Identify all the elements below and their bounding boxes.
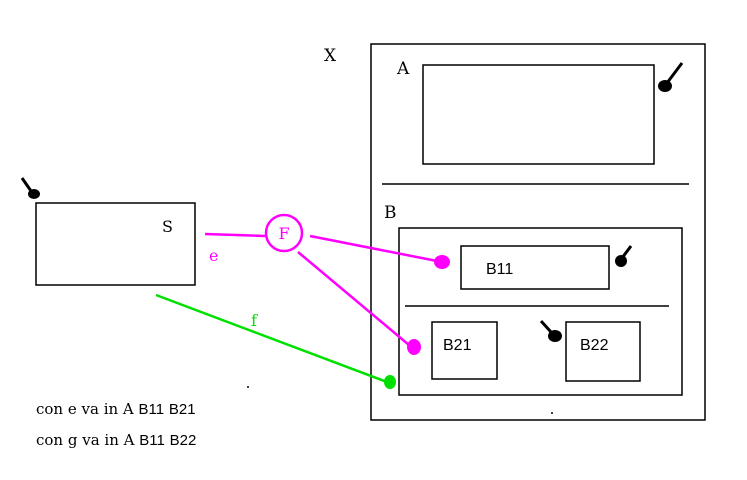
note-1-prefix: con e va in A bbox=[36, 400, 139, 418]
label-b21: B21 bbox=[443, 337, 472, 354]
label-b: B bbox=[384, 203, 397, 223]
label-f-node: F bbox=[278, 224, 289, 243]
pin-b11-icon bbox=[615, 245, 633, 267]
label-s: S bbox=[162, 217, 173, 236]
label-a: A bbox=[396, 59, 410, 79]
endpoint-green bbox=[384, 375, 396, 389]
note-2-b1: B11 bbox=[139, 432, 165, 449]
box-b22 bbox=[565, 321, 641, 382]
label-x: X bbox=[324, 46, 337, 66]
box-s bbox=[35, 202, 196, 286]
box-b bbox=[398, 227, 683, 396]
dot-1 bbox=[247, 386, 249, 388]
dot-2 bbox=[551, 412, 553, 414]
note-line-2: con g va in A B11 B22 bbox=[36, 431, 196, 449]
endpoint-b11 bbox=[434, 255, 450, 269]
edge-f-green bbox=[155, 293, 388, 384]
endpoint-b21 bbox=[407, 339, 421, 355]
note-2-prefix: con g va in A bbox=[36, 431, 140, 449]
box-b11 bbox=[460, 245, 610, 290]
pin-b22-icon bbox=[539, 319, 562, 342]
container-x bbox=[370, 43, 706, 421]
label-b22: B22 bbox=[580, 337, 609, 354]
note-1-b2: B21 bbox=[168, 401, 196, 418]
note-1-b1: B11 bbox=[138, 401, 165, 418]
edge-e bbox=[204, 232, 266, 238]
label-e: e bbox=[209, 246, 218, 265]
pin-a-icon bbox=[658, 62, 684, 92]
node-f bbox=[264, 213, 304, 253]
edge-f-b21 bbox=[297, 251, 410, 346]
label-f-edge: f bbox=[251, 311, 258, 330]
box-b21 bbox=[431, 321, 498, 380]
edge-f-b11 bbox=[309, 234, 438, 263]
label-b11: B11 bbox=[486, 261, 513, 278]
box-a bbox=[422, 64, 655, 165]
note-2-b2: B22 bbox=[169, 432, 197, 449]
note-line-1: con e va in A B11 B21 bbox=[36, 400, 196, 418]
pin-s-icon bbox=[20, 177, 40, 199]
